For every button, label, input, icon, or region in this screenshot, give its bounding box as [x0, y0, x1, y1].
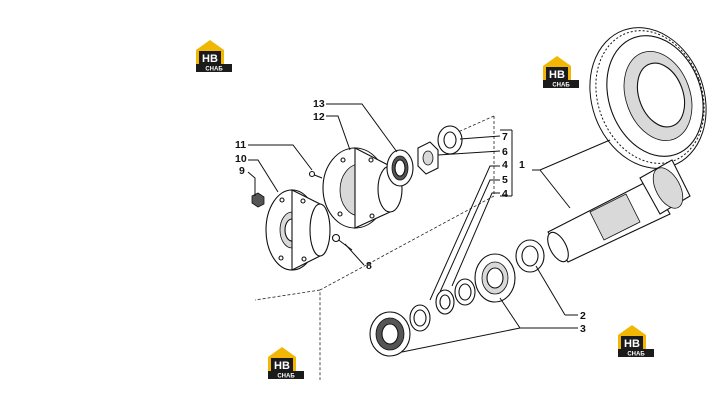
- pinion-shaft: [547, 159, 691, 263]
- oil-seal: [386, 149, 414, 187]
- callout-12: 12: [313, 111, 325, 123]
- watermark-logo-bottom-left: НВ СНАБ: [268, 347, 304, 380]
- taper-bearing-cone: [474, 253, 516, 303]
- spacer-ring-5: [454, 278, 476, 306]
- callout-9: 9: [239, 165, 245, 177]
- svg-text:НВ: НВ: [549, 69, 565, 81]
- svg-text:НВ: НВ: [202, 53, 218, 65]
- callout-11: 11: [235, 139, 246, 151]
- svg-text:СНАБ: СНАБ: [277, 374, 295, 380]
- callout-7: 7: [502, 131, 508, 143]
- callout-3: 3: [580, 323, 586, 335]
- output-flange: [265, 189, 331, 271]
- svg-text:НВ: НВ: [624, 338, 640, 350]
- svg-text:СНАБ: СНАБ: [552, 83, 570, 89]
- svg-text:СНАБ: СНАБ: [627, 352, 645, 358]
- callout-10: 10: [235, 153, 247, 165]
- shim-washer-2: [515, 239, 545, 273]
- spacer-ring-4: [435, 289, 455, 315]
- leader-lines: [247, 103, 611, 353]
- callout-6: 6: [502, 146, 508, 158]
- bolt-11: [308, 170, 323, 179]
- svg-text:СНАБ: СНАБ: [205, 67, 223, 73]
- assembly-dashed-outline: [254, 115, 495, 380]
- callout-8: 8: [366, 260, 372, 272]
- castle-nut: [417, 141, 439, 175]
- ring-gear: [589, 27, 707, 169]
- svg-text:НВ: НВ: [274, 360, 290, 372]
- callout-13: 13: [313, 98, 325, 110]
- callout-2: 2: [580, 310, 586, 322]
- callout-4b: 4: [502, 188, 508, 200]
- taper-bearing-cup: [409, 304, 431, 332]
- bolt-8: [331, 233, 353, 251]
- callout-4a: 4: [502, 159, 508, 171]
- callout-5: 5: [502, 174, 508, 186]
- watermark-logo-bottom-right: НВ СНАБ: [618, 325, 654, 358]
- lock-washer: [437, 125, 463, 155]
- watermark-logo-top-left: НВ СНАБ: [196, 40, 232, 73]
- roller-bearing-3: [369, 311, 411, 357]
- callouts: 1 2 3 4 4 5 6 7 8 9 10 11 12 13: [235, 98, 586, 335]
- watermark-logo-top-right: НВ СНАБ: [543, 56, 579, 89]
- callout-1: 1: [519, 159, 525, 171]
- nut-9: [251, 192, 265, 208]
